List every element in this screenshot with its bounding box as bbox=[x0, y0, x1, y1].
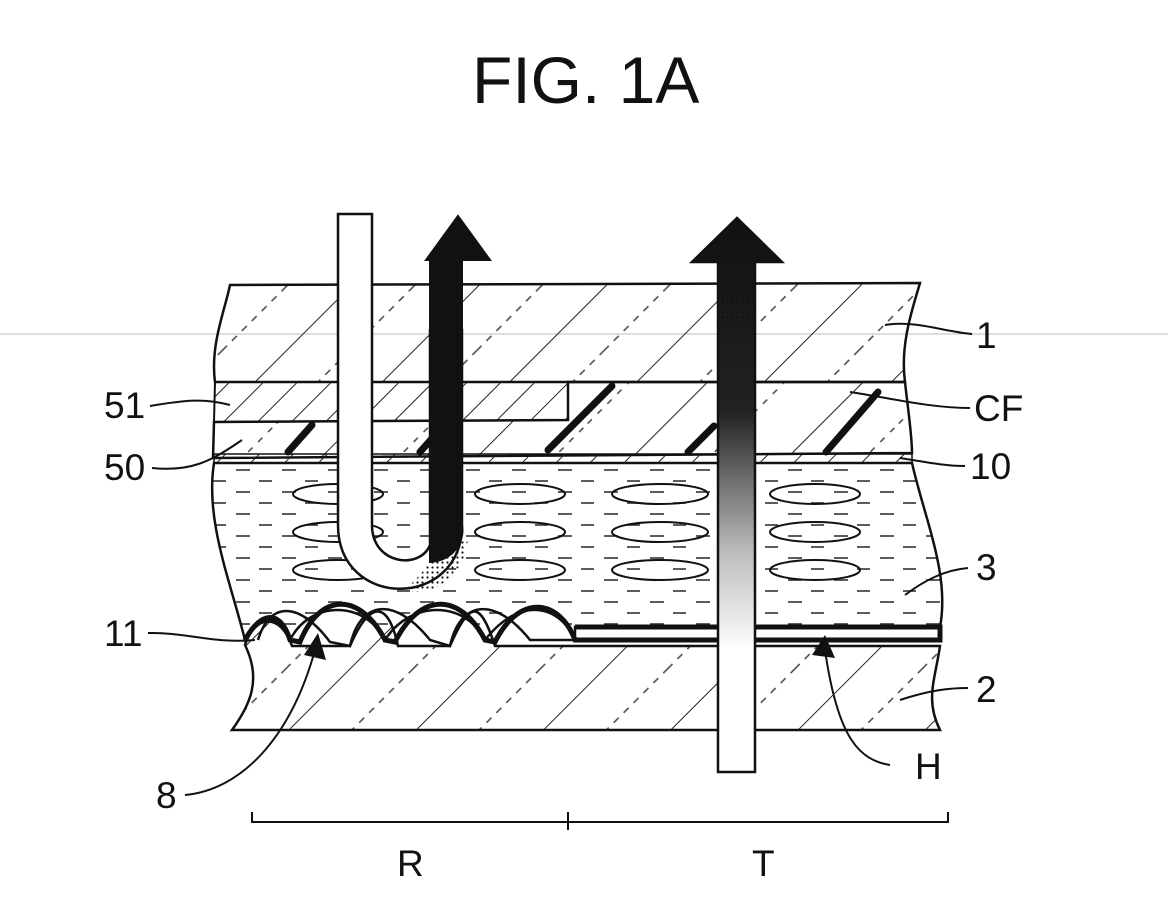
brace-r bbox=[252, 812, 568, 830]
label-cf: CF bbox=[974, 388, 1023, 429]
label-1: 1 bbox=[976, 315, 997, 356]
label-r: R bbox=[397, 843, 424, 884]
brace-t bbox=[568, 812, 948, 822]
label-h: H bbox=[915, 746, 942, 787]
figure-title: FIG. 1A bbox=[472, 43, 699, 117]
label-10: 10 bbox=[970, 446, 1011, 487]
upper-substrate-layer-1 bbox=[214, 283, 920, 382]
leader-11 bbox=[148, 633, 255, 641]
label-8: 8 bbox=[156, 775, 177, 816]
transparent-electrode-10 bbox=[214, 454, 912, 463]
label-t: T bbox=[752, 843, 775, 884]
label-51: 51 bbox=[104, 385, 145, 426]
label-50: 50 bbox=[104, 447, 145, 488]
label-11: 11 bbox=[104, 613, 142, 654]
label-3: 3 bbox=[976, 547, 997, 588]
reflective-film-51 bbox=[214, 382, 568, 422]
transmitted-light-shade bbox=[718, 280, 755, 325]
label-2: 2 bbox=[976, 669, 997, 710]
